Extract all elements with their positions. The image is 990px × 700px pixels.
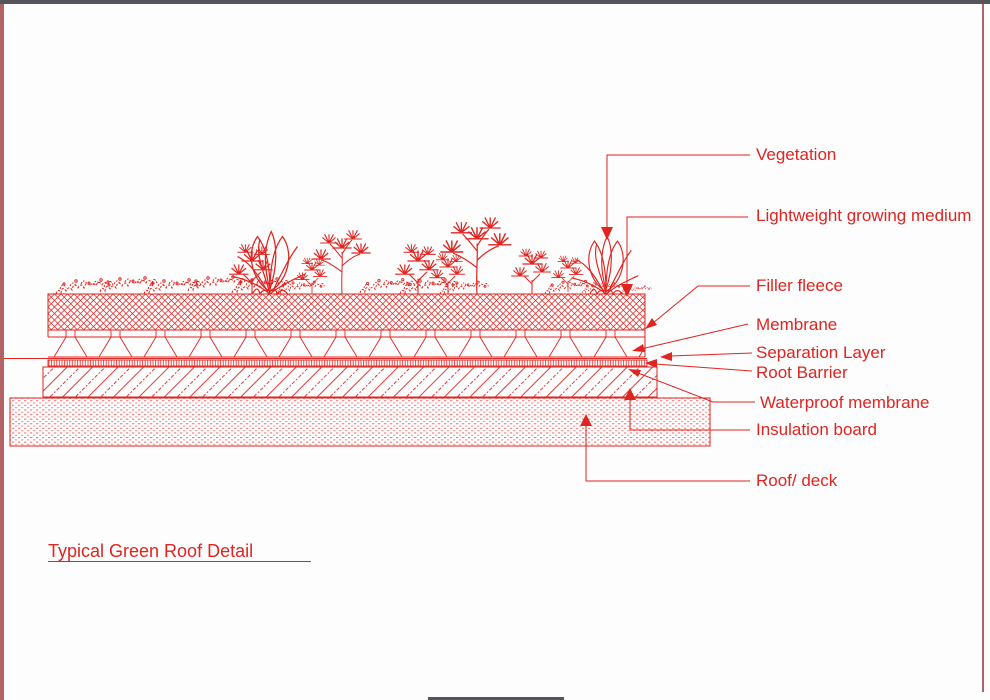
growing-medium-layer <box>47 293 646 331</box>
annotation-waterproof-membrane: Waterproof membrane <box>760 393 930 412</box>
roof-deck-layer <box>9 397 711 447</box>
annotation-separation-layer: Separation Layer <box>756 343 886 362</box>
frame-bottom-notch <box>428 697 564 700</box>
frame-top-bar <box>0 0 990 4</box>
annotation-membrane: Membrane <box>756 315 838 334</box>
insulation-board-layer <box>42 366 658 398</box>
leader-arrowheads <box>580 227 672 426</box>
vegetation-group <box>55 217 652 295</box>
annotation-growing-medium: Lightweight growing medium <box>756 206 972 225</box>
frame-left-bar <box>0 4 4 700</box>
leader-lines <box>585 154 755 482</box>
root-barrier-layer <box>47 359 648 367</box>
annotation-filler-fleece: Filler fleece <box>756 276 843 295</box>
annotation-root-barrier: Root Barrier <box>756 363 848 382</box>
annotation-roof-deck: Roof/ deck <box>756 471 838 490</box>
annotation-insulation-board: Insulation board <box>756 420 877 439</box>
drawing-title: Typical Green Roof Detail <box>48 541 254 561</box>
drawing-title-underline <box>48 561 311 562</box>
frame-right-bar <box>982 4 984 692</box>
drainage-membrane-layer <box>47 330 646 358</box>
annotation-vegetation: Vegetation <box>756 145 837 164</box>
